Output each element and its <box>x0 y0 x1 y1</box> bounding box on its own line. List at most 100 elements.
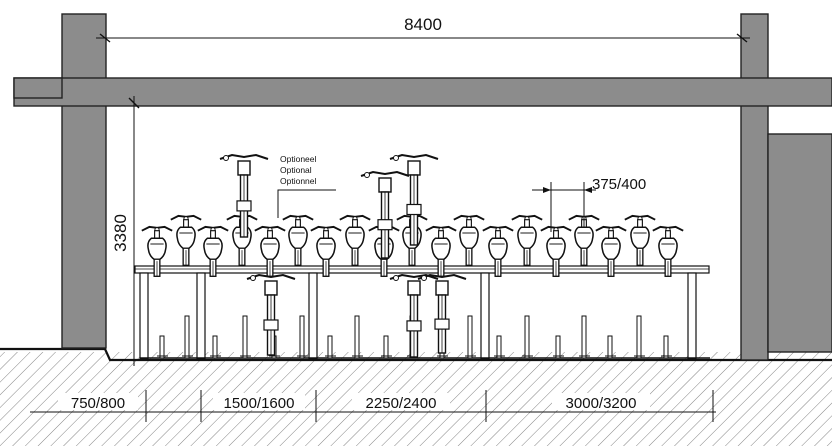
pedal-box <box>406 320 422 332</box>
bike-body <box>630 226 650 251</box>
optional-note-en: Optional <box>280 165 312 175</box>
optional-note-nl: Optioneel <box>280 154 316 164</box>
lower-bike <box>197 225 229 277</box>
dim-label-2250-2400: 2250/2400 <box>366 395 437 412</box>
bell <box>421 275 427 281</box>
height-dimension: 3380 <box>111 96 140 366</box>
bike-body <box>488 237 508 262</box>
pedal-box <box>434 318 450 330</box>
upper-bike <box>624 214 656 266</box>
floor-stand <box>524 315 530 359</box>
pedal-box <box>236 200 252 212</box>
bike-body <box>546 237 566 262</box>
rack-post <box>687 272 697 360</box>
floor-stand <box>555 335 561 359</box>
headlight <box>407 160 421 176</box>
upper-bike <box>282 214 314 266</box>
dim-label-1500-1600: 1500/1600 <box>224 395 295 412</box>
upper-bike <box>511 214 543 266</box>
floor-stand <box>159 335 165 359</box>
optional-note-fr: Optionnel <box>280 176 316 186</box>
upper-bike <box>170 214 202 266</box>
rack-post <box>308 272 318 360</box>
left-column <box>61 13 107 349</box>
left-lintel <box>13 77 63 99</box>
bike-body <box>658 237 678 262</box>
concrete-structure <box>13 13 832 361</box>
floor-stand <box>242 315 248 359</box>
bike-body <box>203 237 223 262</box>
lower-bike <box>540 225 572 277</box>
headlight <box>237 160 251 176</box>
optional-tall-bike <box>219 153 269 238</box>
floor-stand <box>581 315 587 359</box>
bike-body <box>517 226 537 251</box>
bike-body <box>260 237 280 262</box>
headlight <box>378 177 392 193</box>
ground-line <box>0 347 832 362</box>
bottom-dimensions: 750/800 1500/1600 2250/2400 3000/3200 <box>30 390 716 422</box>
floor-stand <box>467 315 473 359</box>
dim-label-750-800: 750/800 <box>71 395 125 412</box>
bike-body <box>176 226 196 251</box>
ceiling-slab <box>13 77 832 107</box>
floor-stand <box>496 335 502 359</box>
optional-note: Optioneel Optional Optionnel <box>277 154 336 218</box>
bell <box>393 275 399 281</box>
lower-bike <box>595 225 627 277</box>
optional-tall-bike <box>389 153 439 246</box>
pedal-box <box>406 203 422 216</box>
bike-spacing-dimension: 375/400 <box>532 176 646 232</box>
bike-body <box>574 226 594 251</box>
lower-level-bike <box>417 273 467 354</box>
rack-post <box>196 272 206 360</box>
bike-body <box>288 226 308 251</box>
overall-width-label: 8400 <box>404 15 442 34</box>
floor-stand <box>663 335 669 359</box>
lower-bike <box>254 225 286 277</box>
right-column <box>740 13 769 361</box>
rack-structure <box>134 265 710 360</box>
lower-bike <box>310 225 342 277</box>
pedal-box <box>263 319 279 331</box>
floor-stand <box>354 315 360 359</box>
floor-stand <box>383 335 389 359</box>
floor-stand <box>327 335 333 359</box>
bell <box>250 275 256 281</box>
bike-group <box>141 153 684 358</box>
headlight <box>435 280 449 296</box>
right-wall <box>767 133 832 353</box>
lower-bike <box>652 225 684 277</box>
pedal-box <box>377 219 393 231</box>
lower-level-bike <box>389 273 439 358</box>
upper-rail <box>134 265 710 274</box>
bike-body <box>147 237 167 262</box>
bell <box>393 155 399 161</box>
bike-body <box>601 237 621 262</box>
height-label: 3380 <box>111 214 130 252</box>
rack-post <box>139 272 149 360</box>
floor-stand <box>184 315 190 359</box>
upper-bike <box>339 214 371 266</box>
lower-level-bike <box>246 273 296 356</box>
dim-label-3000-3200: 3000/3200 <box>566 395 637 412</box>
optional-tall-bike <box>360 170 410 259</box>
bike-body <box>316 237 336 262</box>
bell <box>223 155 229 161</box>
lower-bike <box>482 225 514 277</box>
headlight <box>264 280 278 296</box>
bike-body <box>345 226 365 251</box>
bike-body <box>459 226 479 251</box>
bike-spacing-label: 375/400 <box>592 176 646 193</box>
rack-post <box>480 272 490 360</box>
bell <box>364 172 370 178</box>
upper-bike <box>453 214 485 266</box>
lower-bike <box>141 225 173 277</box>
floor-stand <box>212 335 218 359</box>
floor-stand <box>636 315 642 359</box>
bike-body <box>431 237 451 262</box>
headlight <box>407 280 421 296</box>
floor-stand <box>607 335 613 359</box>
floor-stand <box>299 315 305 359</box>
